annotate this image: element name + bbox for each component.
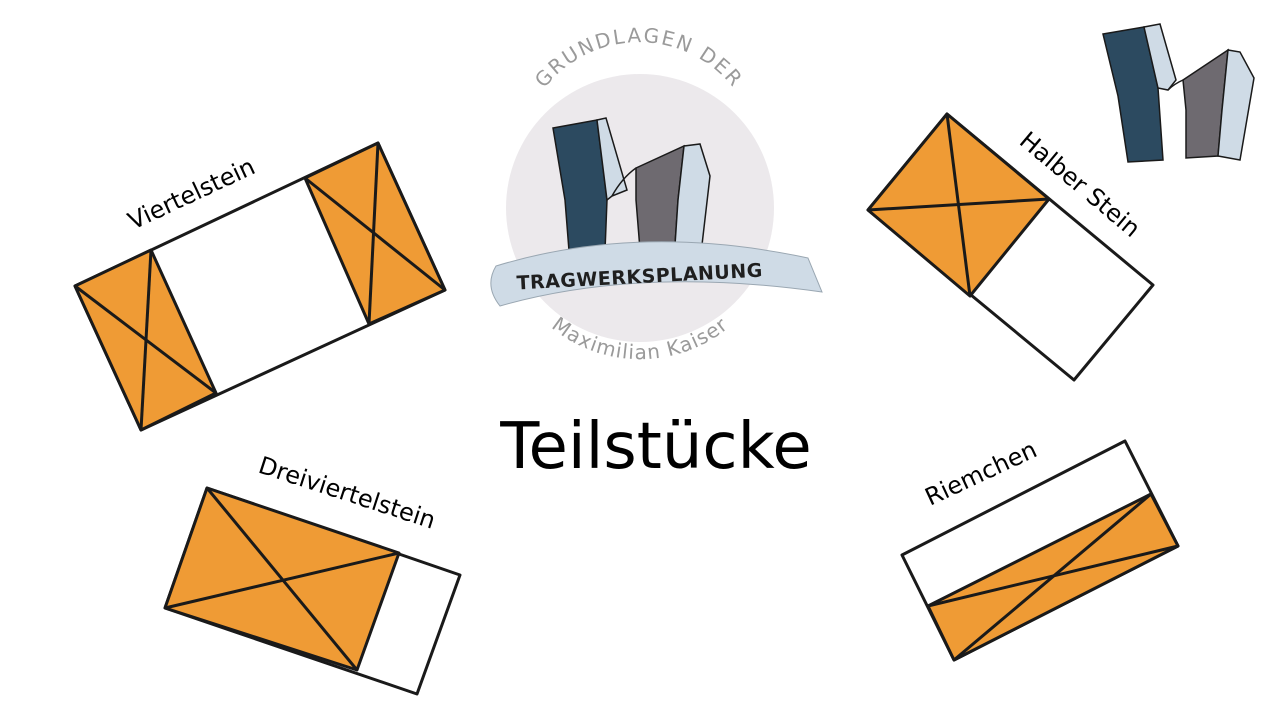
corner-mark [1102,23,1255,163]
riemchen-brick [900,439,1180,662]
viertelstein-brick [73,141,447,432]
dreiviertelstein-brick [163,486,462,696]
logo: TRAGWERKSPLANUNG GRUNDLAGEN DER Maximili… [490,23,823,364]
page-title: Teilstücke [499,410,812,484]
logo-banner [490,241,823,307]
halber-stein-brick [866,112,1155,382]
corner-mark-connector [1167,79,1184,91]
corner-mark-dark-side [1143,23,1177,91]
logo-connector [611,167,637,197]
corner-mark-grey-side [1217,49,1255,161]
logo-dark-column-side [596,117,628,202]
diagonal [367,142,380,325]
diagonal [164,551,400,610]
diagonal [867,197,1050,212]
diagonal [953,492,1152,662]
diagonal [304,176,446,292]
diagonal [139,249,153,431]
